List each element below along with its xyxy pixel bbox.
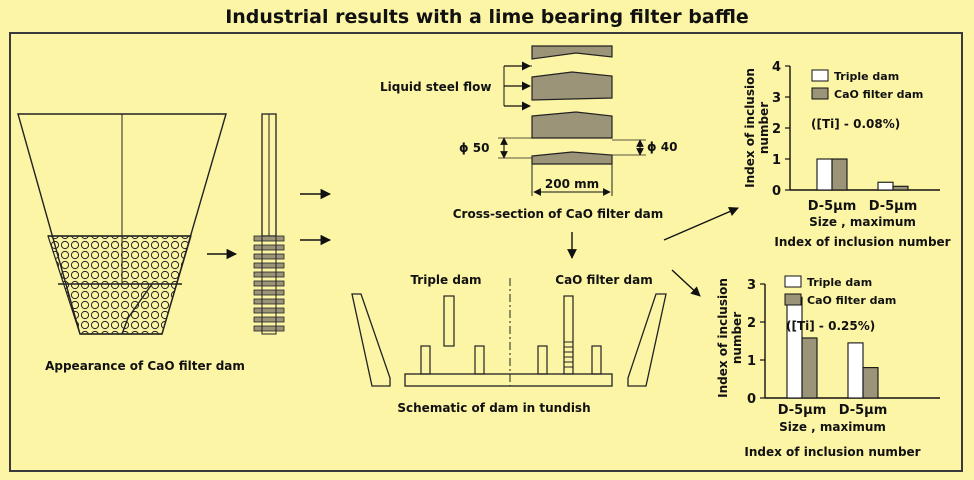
cao-filter-dam-label: CaO filter dam (555, 273, 652, 287)
chart-caption: Index of inclusion number (744, 445, 920, 459)
filter-blocks (531, 45, 613, 165)
x-axis-title: Size , maximum (809, 215, 916, 229)
figure-title: Industrial results with a lime bearing f… (225, 6, 749, 28)
cross-section: Liquid steel flow ϕ 50 ϕ 40 200 mm Cross… (380, 45, 739, 297)
legend-label: Triple dam (834, 70, 899, 83)
legend-swatch (784, 275, 802, 288)
cross-section-caption: Cross-section of CaO filter dam (453, 207, 664, 221)
y-tick-label: 0 (772, 184, 781, 199)
bar-triple-dam (877, 181, 894, 191)
y-tick-label: 0 (747, 392, 756, 407)
y-tick-label: 1 (747, 354, 756, 369)
y-tick-label: 1 (772, 153, 781, 168)
legend-swatch (811, 69, 829, 82)
x-category-label: D-5μm (869, 199, 918, 214)
y-tick-label: 2 (747, 316, 756, 331)
y-tick-label: 2 (772, 122, 781, 137)
bar-triple-dam (786, 296, 803, 399)
figure-frame (9, 32, 963, 472)
arrow-to-chart-bottom (671, 269, 701, 297)
phi40-label: ϕ 40 (647, 140, 677, 154)
legend-label: Triple dam (807, 276, 872, 289)
y-axis-title: Index of inclusionnumber (743, 68, 771, 188)
bar-cao-filter-dam (801, 337, 818, 399)
chart-annotation: ([Ti] - 0.25%) (786, 319, 875, 333)
y-axis-title: Index of inclusionnumber (716, 278, 744, 398)
triple-dam-label: Triple dam (410, 273, 481, 287)
bar-triple-dam (816, 158, 833, 191)
bar-triple-dam (847, 342, 864, 399)
filter-dam-appearance: Appearance of CaO filter dam (17, 113, 332, 373)
tundish-schematic: Triple dam CaO filter dam Schematic of d… (351, 273, 667, 415)
x-category-label: D-5μm (808, 199, 857, 214)
legend-label: CaO filter dam (834, 88, 923, 101)
legend-swatch (784, 293, 802, 306)
phi50-label: ϕ 50 (459, 141, 489, 155)
cao-filter-baffle (563, 295, 574, 375)
bar-cao-filter-dam (892, 185, 909, 191)
triple-dam-baffle (443, 295, 455, 347)
x-axis-title: Size , maximum (779, 420, 886, 434)
liquid-steel-flow-label: Liquid steel flow (380, 80, 491, 94)
bar-cao-filter-dam (862, 367, 879, 399)
x-category-label: D-5μm (778, 403, 827, 418)
y-tick-label: 3 (772, 91, 781, 106)
tundish-floor (404, 373, 613, 387)
dim-200-label: 200 mm (545, 177, 599, 191)
legend-swatch (811, 87, 829, 100)
bar-cao-filter-dam (831, 158, 848, 191)
y-tick-label: 3 (747, 278, 756, 293)
tundish-right-wall (627, 293, 667, 387)
tundish-left-wall (351, 293, 391, 387)
side-view-filter-plates (253, 235, 285, 332)
x-category-label: D-5μm (839, 403, 888, 418)
schematic-caption: Schematic of dam in tundish (397, 401, 590, 415)
chart-caption: Index of inclusion number (774, 235, 950, 249)
legend-label: CaO filter dam (807, 294, 896, 307)
arrow-to-chart-top (663, 207, 739, 241)
dam-perforated-zone (47, 235, 192, 335)
y-tick-label: 4 (772, 60, 781, 75)
chart-annotation: ([Ti] - 0.08%) (811, 117, 900, 131)
appearance-caption: Appearance of CaO filter dam (45, 359, 245, 373)
